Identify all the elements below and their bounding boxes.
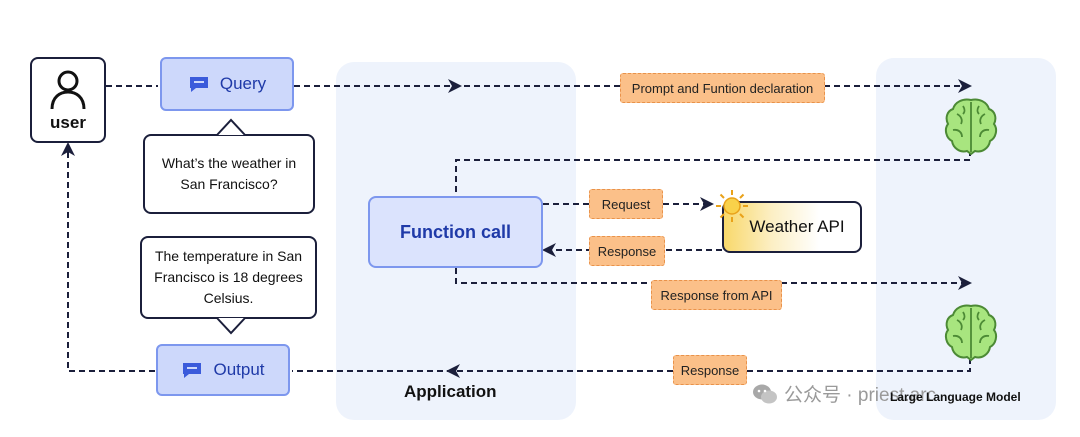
user-icon (50, 70, 86, 110)
arrowhead-request (700, 197, 714, 211)
user-label: user (50, 113, 86, 132)
tag-prompt-declaration: Prompt and Funtion declaration (620, 73, 825, 103)
query-label: Query (219, 74, 267, 93)
query-node: Query (160, 57, 294, 111)
line-func-llm (455, 268, 970, 284)
brain-icon (944, 98, 998, 156)
arrowhead-llm-bottom (958, 276, 972, 290)
arrowhead-response-api (542, 243, 556, 257)
answer-text: The temperature in San Francisco is 18 d… (154, 248, 303, 306)
tag-response-from-api: Response from API (651, 280, 782, 310)
watermark: 公众号 · priest.arc (752, 380, 936, 407)
arrowhead-app (448, 79, 462, 93)
weather-api-label: Weather API (749, 217, 845, 236)
sun-icon (716, 190, 748, 222)
user-box: user (30, 57, 106, 143)
brain-icon (944, 304, 998, 362)
chat-icon (189, 77, 208, 92)
llm-title: Large Language Model (890, 390, 1021, 404)
weather-api-node: Weather API (722, 201, 862, 253)
line-llm-output (292, 318, 971, 372)
question-bubble: What’s the weather in San Francisco? (143, 134, 315, 214)
question-text: What’s the weather in San Francisco? (161, 155, 297, 192)
question-bubble-tail (216, 118, 246, 136)
function-call-label: Function call (399, 221, 511, 242)
arrowhead-user (61, 142, 75, 156)
function-call-node: Function call (368, 196, 543, 268)
tag-request: Request (589, 189, 663, 219)
tag-response-final: Response (673, 355, 747, 385)
output-label: Output (213, 360, 265, 379)
chat-icon (183, 363, 202, 378)
output-node: Output (156, 344, 290, 396)
answer-bubble: The temperature in San Francisco is 18 d… (140, 236, 317, 319)
application-title: Application (404, 382, 497, 401)
tag-response-api: Response (589, 236, 665, 266)
line-llm-funccall (455, 100, 971, 196)
answer-bubble-tail (216, 317, 246, 335)
watermark-text: 公众号 · priest.arc (784, 385, 937, 406)
arrowhead-llm-top (958, 79, 972, 93)
wechat-icon (753, 384, 777, 403)
arrowhead-output (446, 364, 460, 378)
